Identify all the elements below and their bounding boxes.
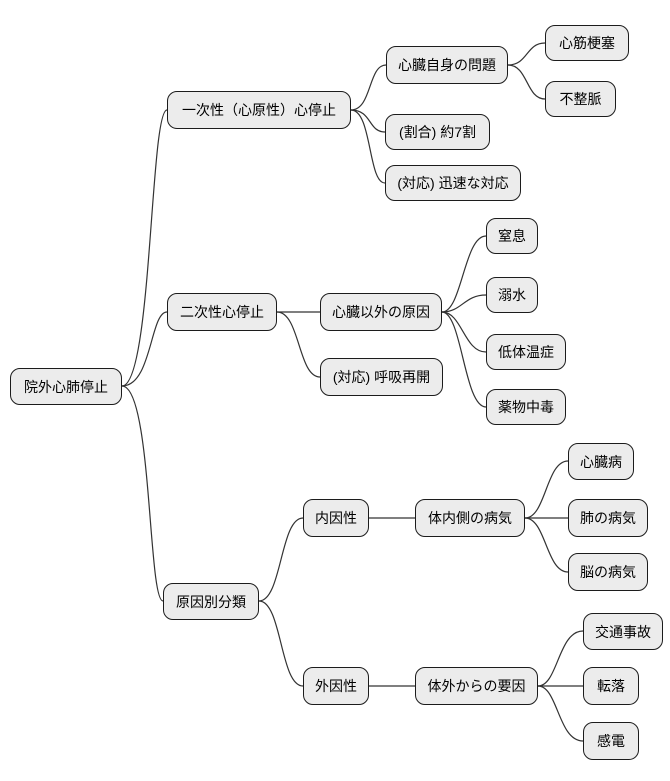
- node-arrhythmia: 不整脈: [545, 81, 616, 117]
- node-lung-disease: 肺の病気: [568, 499, 648, 537]
- edge-secondary-to-breathing: [276, 311, 321, 378]
- edge-external-to-traffic: [537, 630, 584, 687]
- edge-noncardiac-to-poisoning: [441, 311, 487, 408]
- node-non-cardiac-causes: 心臓以外の原因: [320, 293, 442, 331]
- node-brain-disease: 脳の病気: [568, 553, 648, 591]
- node-heart-disease: 心臓病: [568, 443, 634, 480]
- node-electric-shock: 感電: [583, 722, 639, 760]
- edge-internal-to-heart-disease: [524, 460, 569, 519]
- edge-classification-to-intrinsic: [258, 517, 304, 602]
- edge-root-to-classification: [121, 385, 164, 602]
- node-hypothermia: 低体温症: [486, 334, 566, 370]
- node-secondary-arrest: 二次性心停止: [167, 293, 277, 331]
- edge-primary-to-ratio: [350, 109, 386, 133]
- edge-classification-to-extrinsic: [258, 600, 304, 687]
- node-out-of-hospital-cardiac-arrest: 院外心肺停止: [10, 368, 122, 405]
- edge-primary-to-heart-problem: [350, 64, 387, 111]
- edge-heart-problem-to-infarction: [507, 42, 546, 66]
- node-classification-by-cause: 原因別分類: [163, 583, 259, 620]
- edge-noncardiac-to-drowning: [441, 294, 487, 313]
- node-ratio-about-70-percent: (割合) 約7割: [385, 114, 490, 150]
- edge-primary-to-response: [350, 109, 386, 184]
- node-intrinsic: 内因性: [303, 499, 369, 537]
- edge-noncardiac-to-hypothermia: [441, 311, 487, 353]
- node-extrinsic: 外因性: [303, 667, 369, 705]
- node-response-breathing-restart: (対応) 呼吸再開: [320, 358, 443, 396]
- node-fall: 転落: [583, 667, 639, 705]
- node-traffic-accident: 交通事故: [583, 613, 663, 650]
- node-response-rapid-action: (対応) 迅速な対応: [385, 165, 521, 201]
- node-asphyxia: 窒息: [486, 218, 538, 254]
- edge-root-to-primary: [121, 109, 168, 387]
- edge-root-to-secondary: [121, 311, 168, 387]
- node-drug-poisoning: 薬物中毒: [486, 389, 566, 425]
- edge-heart-problem-to-arrhythmia: [507, 64, 546, 100]
- node-drowning: 溺水: [486, 277, 538, 313]
- edge-internal-to-brain-disease: [524, 517, 569, 573]
- edge-noncardiac-to-asphyxia: [441, 235, 487, 313]
- node-external-factors: 体外からの要因: [415, 667, 538, 705]
- node-primary-cardiogenic-arrest: 一次性（心原性）心停止: [167, 91, 351, 129]
- node-internal-diseases: 体内側の病気: [415, 499, 525, 537]
- edge-external-to-shock: [537, 685, 584, 742]
- node-heart-own-problem: 心臓自身の問題: [386, 46, 508, 84]
- node-myocardial-infarction: 心筋梗塞: [545, 25, 629, 61]
